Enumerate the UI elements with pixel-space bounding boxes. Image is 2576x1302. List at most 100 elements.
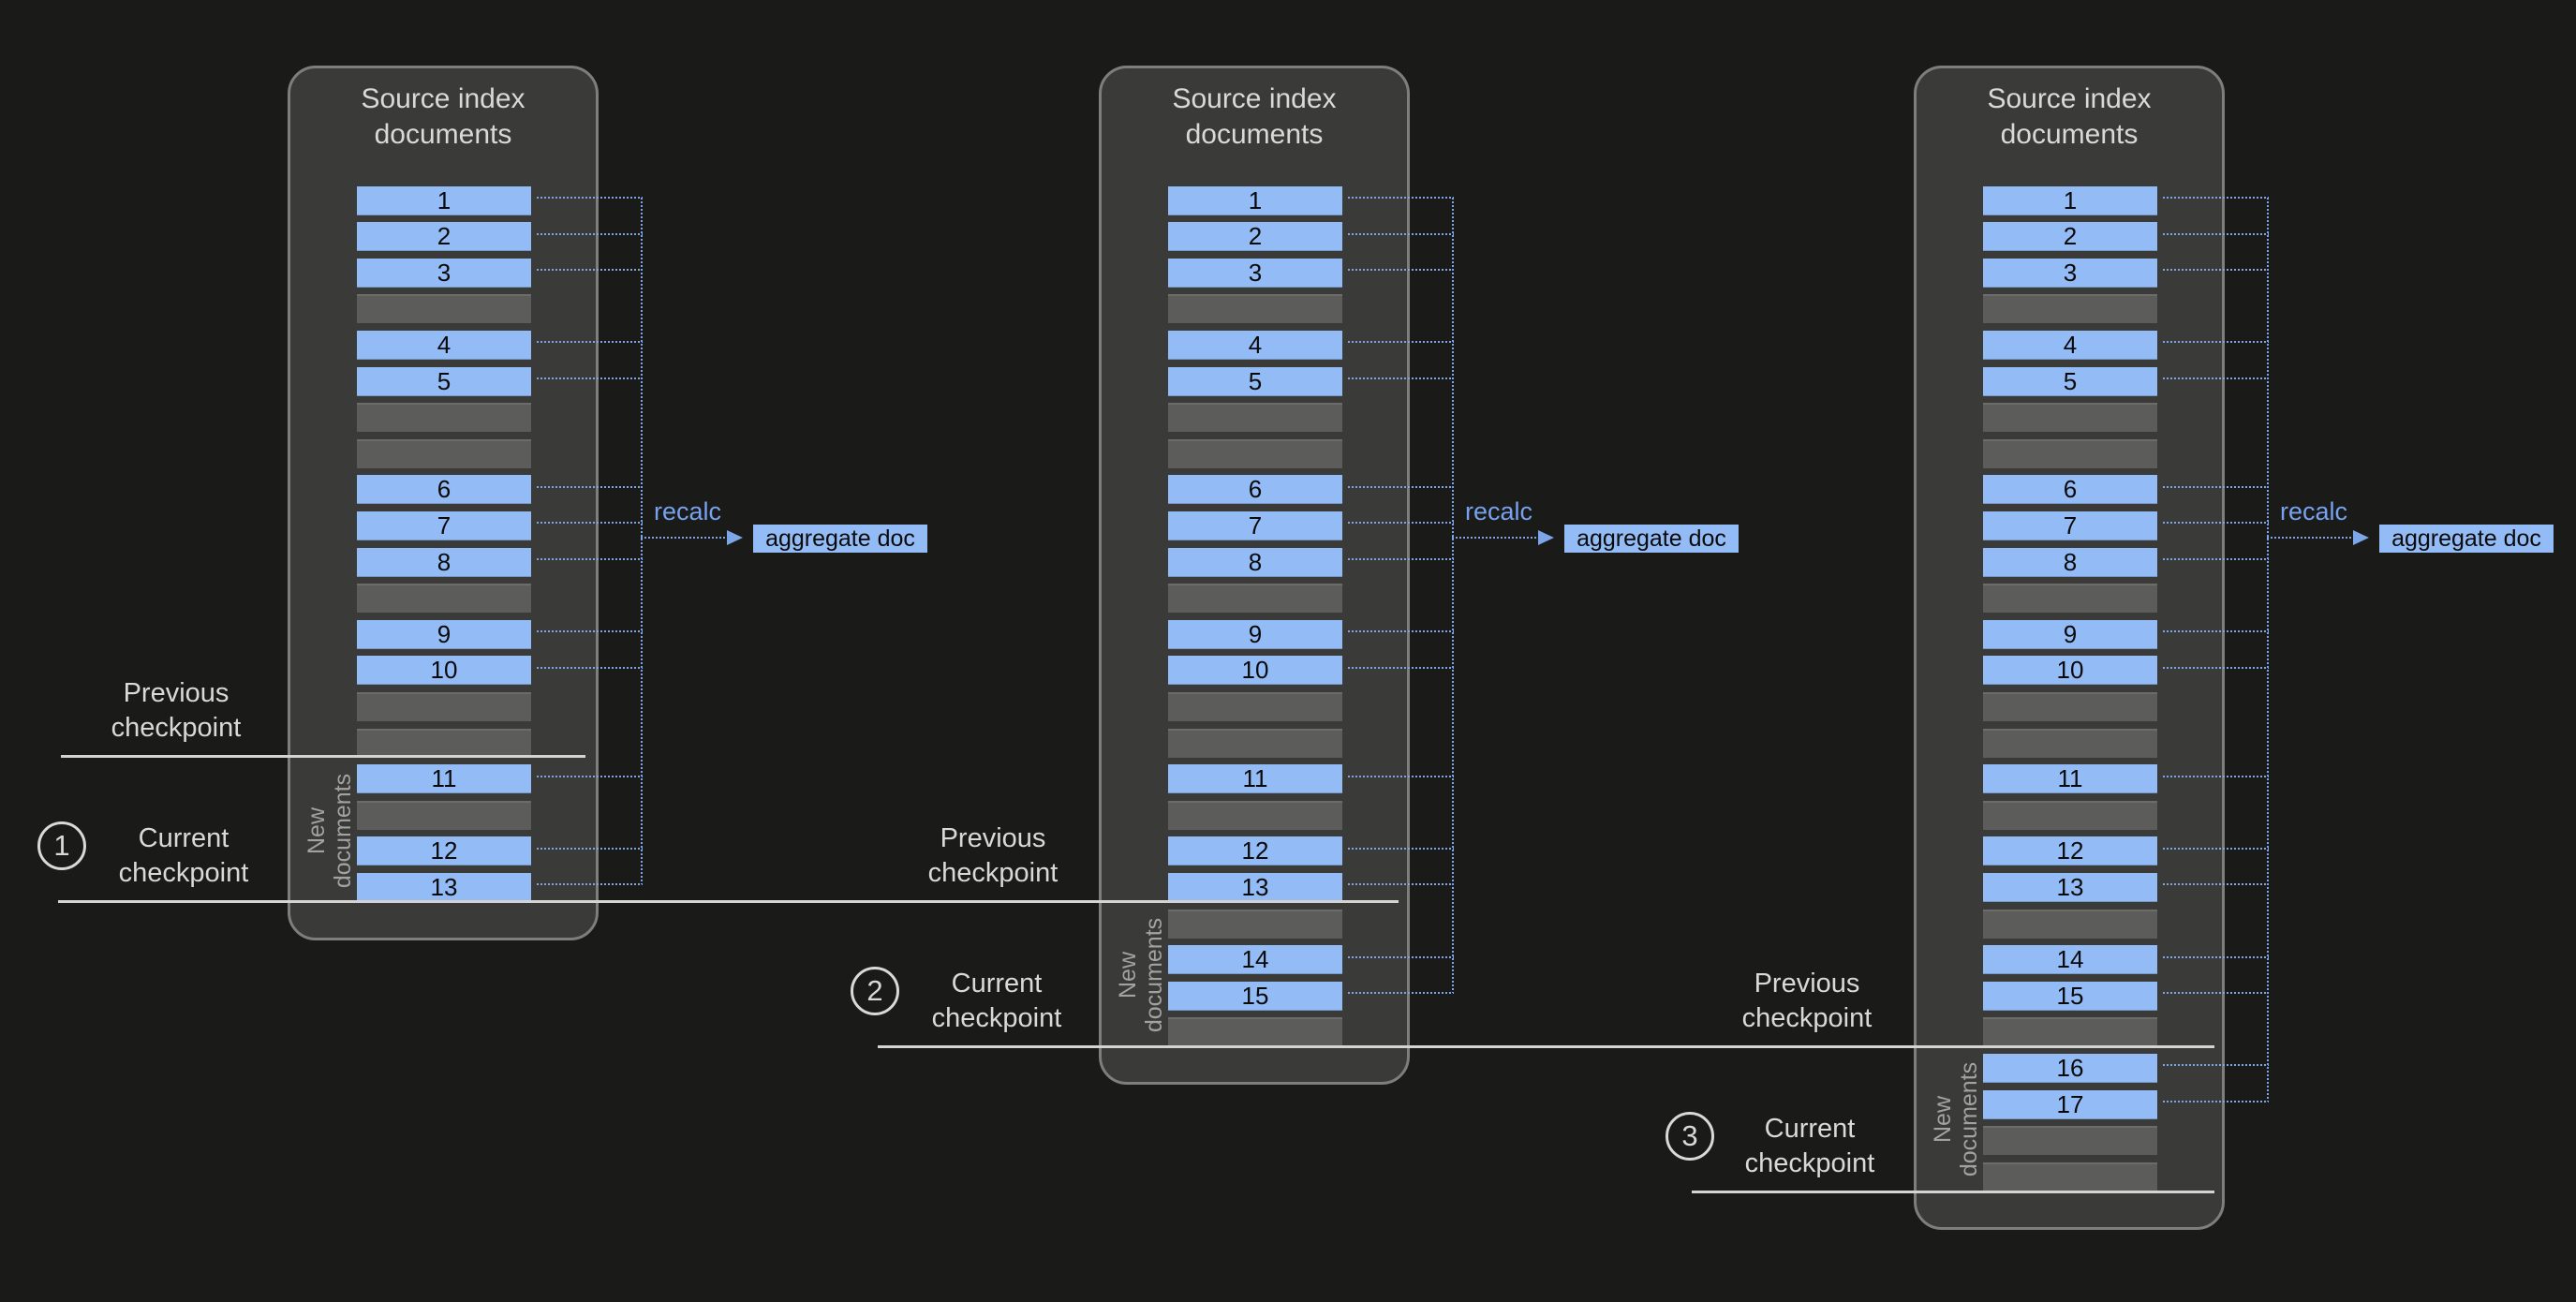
doc-bar-7: 7 — [1983, 511, 2157, 540]
doc-connector-line — [2163, 667, 2269, 669]
gap-bar — [1983, 439, 2157, 468]
doc-connector-line — [537, 848, 643, 850]
current-checkpoint-label-3: Current checkpoint — [1744, 1114, 1875, 1178]
current-checkpoint-label-2: Current checkpoint — [931, 969, 1062, 1033]
doc-bar-3: 3 — [357, 259, 531, 288]
gap-bar — [1983, 1126, 2157, 1155]
doc-connector-line — [2163, 883, 2269, 885]
gap-bar — [1168, 403, 1342, 432]
doc-bar-7: 7 — [357, 511, 531, 540]
arrow-right-icon — [1538, 530, 1554, 545]
doc-connector-line — [1348, 377, 1454, 379]
doc-bar-9: 9 — [357, 620, 531, 649]
doc-bar-16: 16 — [1983, 1054, 2157, 1083]
arrow-right-icon — [727, 530, 743, 545]
doc-bar-6: 6 — [1983, 475, 2157, 504]
doc-connector-line — [2163, 1101, 2269, 1102]
doc-connector-line — [537, 341, 643, 343]
doc-connector-line — [2163, 522, 2269, 524]
doc-bar-10: 10 — [1983, 656, 2157, 685]
doc-connector-line — [537, 522, 643, 524]
doc-bar-6: 6 — [357, 475, 531, 504]
checkpoint-line-1-2 — [58, 900, 1399, 903]
doc-bar-10: 10 — [1168, 656, 1342, 685]
gap-bar — [1168, 294, 1342, 323]
doc-bar-17: 17 — [1983, 1090, 2157, 1119]
doc-connector-line — [1348, 197, 1454, 199]
panel-title: Source index documents — [1987, 83, 2152, 150]
previous-checkpoint-label-1: Previous checkpoint — [111, 678, 242, 743]
doc-bar-11: 11 — [1983, 764, 2157, 793]
doc-connector-line — [1348, 341, 1454, 343]
doc-connector-line — [2163, 377, 2269, 379]
doc-bar-4: 4 — [1983, 331, 2157, 360]
gap-bar — [1983, 729, 2157, 758]
doc-connector-line — [1348, 558, 1454, 560]
doc-connector-line — [2163, 776, 2269, 777]
gap-bar — [1983, 294, 2157, 323]
previous-checkpoint-line-1 — [61, 755, 585, 758]
checkpoint-badge-2: 2 — [851, 967, 899, 1015]
doc-bar-3: 3 — [1168, 259, 1342, 288]
new-documents-label: New documents — [1115, 917, 1167, 1033]
gap-bar — [1983, 1162, 2157, 1191]
doc-bar-3: 3 — [1983, 259, 2157, 288]
gap-bar — [1983, 584, 2157, 613]
doc-connector-line — [537, 197, 643, 199]
doc-bar-2: 2 — [1983, 222, 2157, 251]
gap-bar — [357, 439, 531, 468]
doc-bar-13: 13 — [357, 873, 531, 902]
doc-connector-line — [1348, 486, 1454, 488]
doc-connector-line — [1348, 956, 1454, 958]
doc-bar-13: 13 — [1983, 873, 2157, 902]
doc-bar-1: 1 — [357, 186, 531, 215]
doc-bar-15: 15 — [1168, 982, 1342, 1011]
doc-bar-1: 1 — [1983, 186, 2157, 215]
checkpoint-line-2-3 — [878, 1045, 2214, 1048]
doc-connector-line — [2163, 269, 2269, 271]
doc-connector-line — [537, 233, 643, 235]
doc-bar-14: 14 — [1168, 945, 1342, 974]
doc-connector-line — [537, 486, 643, 488]
gap-bar — [1168, 910, 1342, 939]
doc-connector-line — [2163, 630, 2269, 632]
aggregate-doc-box: aggregate doc — [2379, 525, 2554, 553]
new-documents-label: New documents — [303, 773, 356, 889]
gap-bar — [357, 729, 531, 758]
doc-bar-9: 9 — [1168, 620, 1342, 649]
panel-title: Source index documents — [361, 83, 526, 150]
gap-bar — [357, 692, 531, 721]
doc-connector-line — [1348, 848, 1454, 850]
doc-bar-7: 7 — [1168, 511, 1342, 540]
doc-connector-line — [537, 558, 643, 560]
previous-checkpoint-label-3: Previous checkpoint — [1741, 969, 1873, 1033]
doc-connector-line — [1348, 630, 1454, 632]
recalc-arrow-line — [2267, 537, 2355, 539]
aggregate-doc-box: aggregate doc — [753, 525, 927, 553]
gap-bar — [1983, 403, 2157, 432]
recalc-label: recalc — [2280, 497, 2348, 525]
checkpoint-badge-1: 1 — [37, 821, 86, 870]
gap-bar — [357, 801, 531, 830]
new-documents-label: New documents — [1930, 1061, 1982, 1177]
recalc-label: recalc — [1465, 497, 1533, 525]
doc-connector-line — [2163, 558, 2269, 560]
gap-bar — [1168, 729, 1342, 758]
aggregate-doc-box: aggregate doc — [1564, 525, 1739, 553]
doc-bar-14: 14 — [1983, 945, 2157, 974]
previous-checkpoint-label-2: Previous checkpoint — [927, 823, 1059, 888]
doc-bar-4: 4 — [1168, 331, 1342, 360]
gap-bar — [1983, 910, 2157, 939]
recalc-label: recalc — [654, 497, 722, 525]
doc-bar-11: 11 — [1168, 764, 1342, 793]
doc-connector-line — [2163, 341, 2269, 343]
doc-connector-line — [537, 776, 643, 777]
checkpoint-badge-3: 3 — [1666, 1112, 1714, 1161]
doc-bar-2: 2 — [357, 222, 531, 251]
doc-connector-line — [537, 630, 643, 632]
doc-bar-1: 1 — [1168, 186, 1342, 215]
